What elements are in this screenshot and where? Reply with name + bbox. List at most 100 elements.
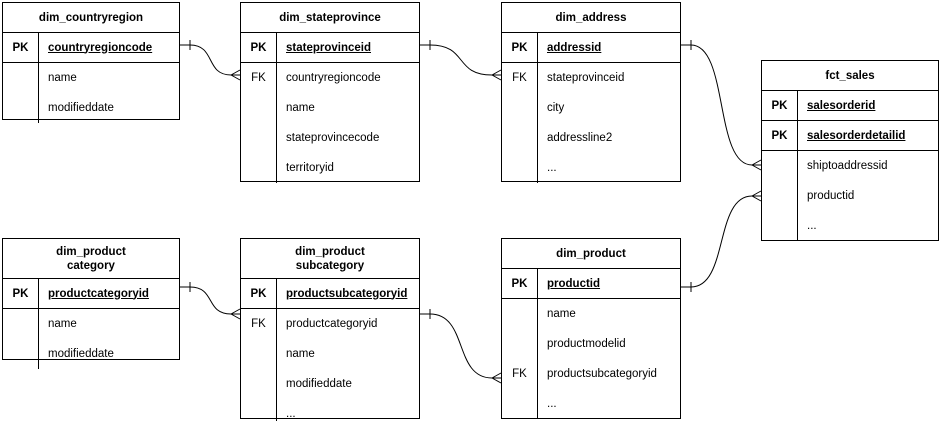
column-name: name [48, 72, 77, 84]
attribute-key-column: FK [241, 63, 277, 183]
key-indicator [241, 399, 276, 421]
many-marker-prong [751, 190, 762, 197]
attribute-key-column [762, 151, 798, 241]
entity-title: dim_stateprovince [241, 3, 419, 33]
key-indicator [241, 93, 276, 123]
connector-line [429, 44, 493, 76]
key-indicator: PK [502, 33, 538, 62]
column-name: productmodelid [547, 338, 626, 350]
entity-title: dim_product [502, 239, 680, 269]
relationship-productcategory-to-subcategory [180, 282, 241, 320]
key-indicator: PK [762, 121, 798, 150]
key-indicator [3, 63, 38, 93]
key-indicator: PK [3, 33, 39, 62]
key-indicator [762, 151, 797, 181]
column-name: addressid [547, 41, 602, 54]
column-name: name [286, 102, 315, 114]
key-indicator [502, 153, 537, 183]
key-indicator: PK [762, 91, 798, 120]
column-name: ... [547, 162, 557, 174]
column-name: stateprovinceid [286, 41, 371, 54]
connector-line [690, 195, 753, 288]
many-marker-prong [230, 313, 241, 320]
column-name: name [48, 318, 77, 330]
key-indicator [502, 123, 537, 153]
key-indicator: PK [241, 33, 277, 62]
column-name: modifieddate [48, 348, 114, 360]
column-name: ... [286, 408, 296, 420]
attribute-key-column: FK [241, 309, 277, 421]
column-name: name [286, 348, 315, 360]
column-name: productcategoryid [286, 318, 378, 330]
key-indicator [3, 309, 38, 339]
key-indicator [502, 389, 537, 419]
column-name: productsubcategoryid [286, 287, 408, 300]
column-name: ... [807, 220, 817, 232]
many-marker-prong [230, 69, 241, 76]
column-name: stateprovinceid [547, 72, 625, 84]
connector-line [189, 44, 232, 76]
key-indicator [3, 339, 38, 369]
attribute-name-column: name modifieddate [39, 309, 179, 369]
column-name: salesorderid [807, 99, 876, 112]
connector-line [429, 313, 493, 379]
relationship-product-to-fctsales [681, 190, 762, 292]
column-name: addressline2 [547, 132, 613, 144]
many-marker-prong [491, 377, 502, 384]
key-indicator: PK [3, 279, 39, 308]
entity-key-row[interactable]: PK salesorderdetailid [762, 121, 938, 151]
key-indicator [241, 369, 276, 399]
entity-title: dim_countryregion [3, 3, 179, 33]
key-indicator [241, 339, 276, 369]
relationship-countryregion-to-stateprovince [180, 40, 241, 81]
connector-line [690, 44, 753, 166]
key-indicator: FK [251, 72, 266, 84]
many-marker-prong [230, 74, 241, 81]
key-indicator [762, 181, 797, 211]
key-indicator: PK [241, 279, 277, 308]
entity-key-row[interactable]: PK salesorderid [762, 91, 938, 121]
entity-key-row[interactable]: PK stateprovinceid [241, 33, 419, 63]
relationship-stateprovince-to-address [420, 40, 502, 81]
entity-key-row[interactable]: PK productcategoryid [3, 279, 179, 309]
column-name: territoryid [286, 162, 334, 174]
attribute-key-column [3, 309, 39, 369]
column-name: productsubcategoryid [547, 368, 657, 380]
entity-title: fct_sales [762, 61, 938, 91]
entity-key-row[interactable]: PK productsubcategoryid [241, 279, 419, 309]
entity-key-row[interactable]: PK addressid [502, 33, 680, 63]
key-indicator: FK [512, 368, 527, 380]
key-indicator [502, 329, 537, 359]
many-marker-prong [491, 372, 502, 379]
entity-attribute-block: FK name productmodelid productsubcategoryid… [502, 299, 680, 419]
column-name: productcategoryid [48, 287, 149, 300]
entity-title: dim_product category [3, 239, 179, 279]
key-indicator [762, 211, 797, 241]
column-name: salesorderdetailid [807, 129, 906, 142]
key-indicator: FK [251, 318, 266, 330]
attribute-key-column: FK [502, 299, 538, 419]
many-marker-prong [230, 308, 241, 315]
key-indicator: PK [502, 269, 538, 298]
column-name: name [547, 308, 576, 320]
